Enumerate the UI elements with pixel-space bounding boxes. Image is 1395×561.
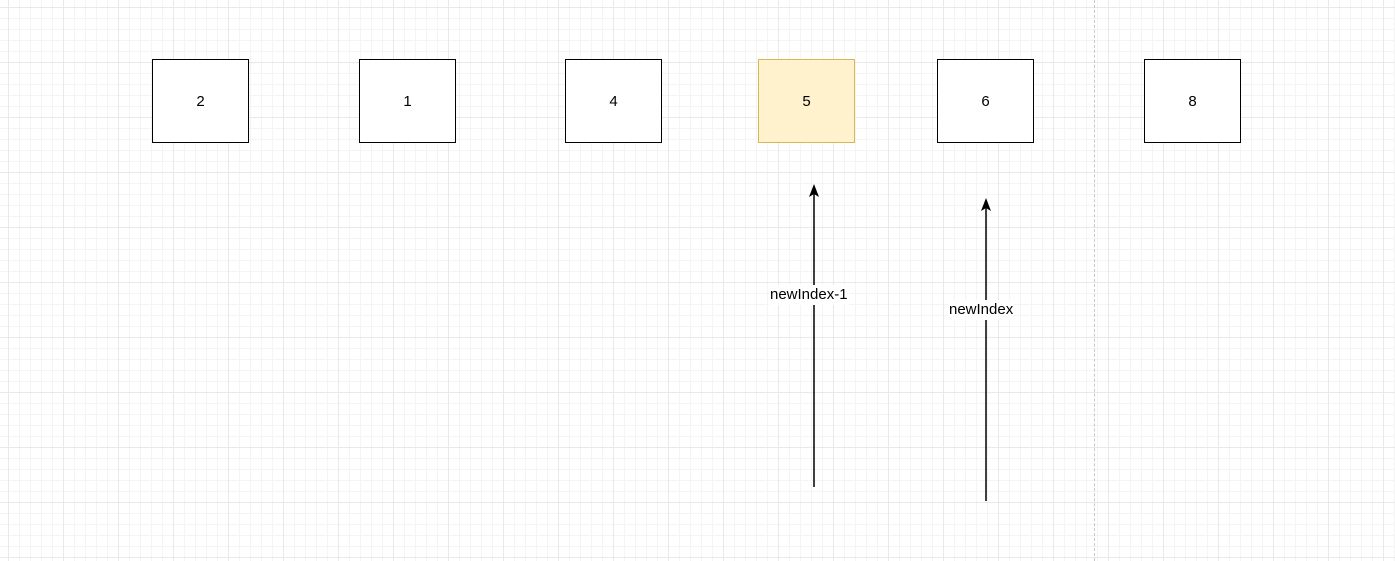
array-node[interactable]: 6 bbox=[937, 59, 1034, 143]
pointer-label-newindex: newIndex bbox=[948, 300, 1015, 320]
array-node[interactable]: 2 bbox=[152, 59, 249, 143]
arrowhead-icon bbox=[809, 184, 819, 197]
page-break-line bbox=[1094, 0, 1095, 561]
node-label: 2 bbox=[196, 92, 205, 110]
node-label: 5 bbox=[802, 92, 811, 110]
array-node[interactable]: 8 bbox=[1144, 59, 1241, 143]
node-label: 8 bbox=[1188, 92, 1197, 110]
array-node[interactable]: 4 bbox=[565, 59, 662, 143]
node-label: 4 bbox=[609, 92, 618, 110]
node-label: 6 bbox=[981, 92, 990, 110]
array-node-highlighted[interactable]: 5 bbox=[758, 59, 855, 143]
array-node[interactable]: 1 bbox=[359, 59, 456, 143]
pointer-label-newindex-minus-1: newIndex-1 bbox=[769, 285, 849, 305]
arrowhead-icon bbox=[981, 198, 991, 211]
node-label: 1 bbox=[403, 92, 412, 110]
